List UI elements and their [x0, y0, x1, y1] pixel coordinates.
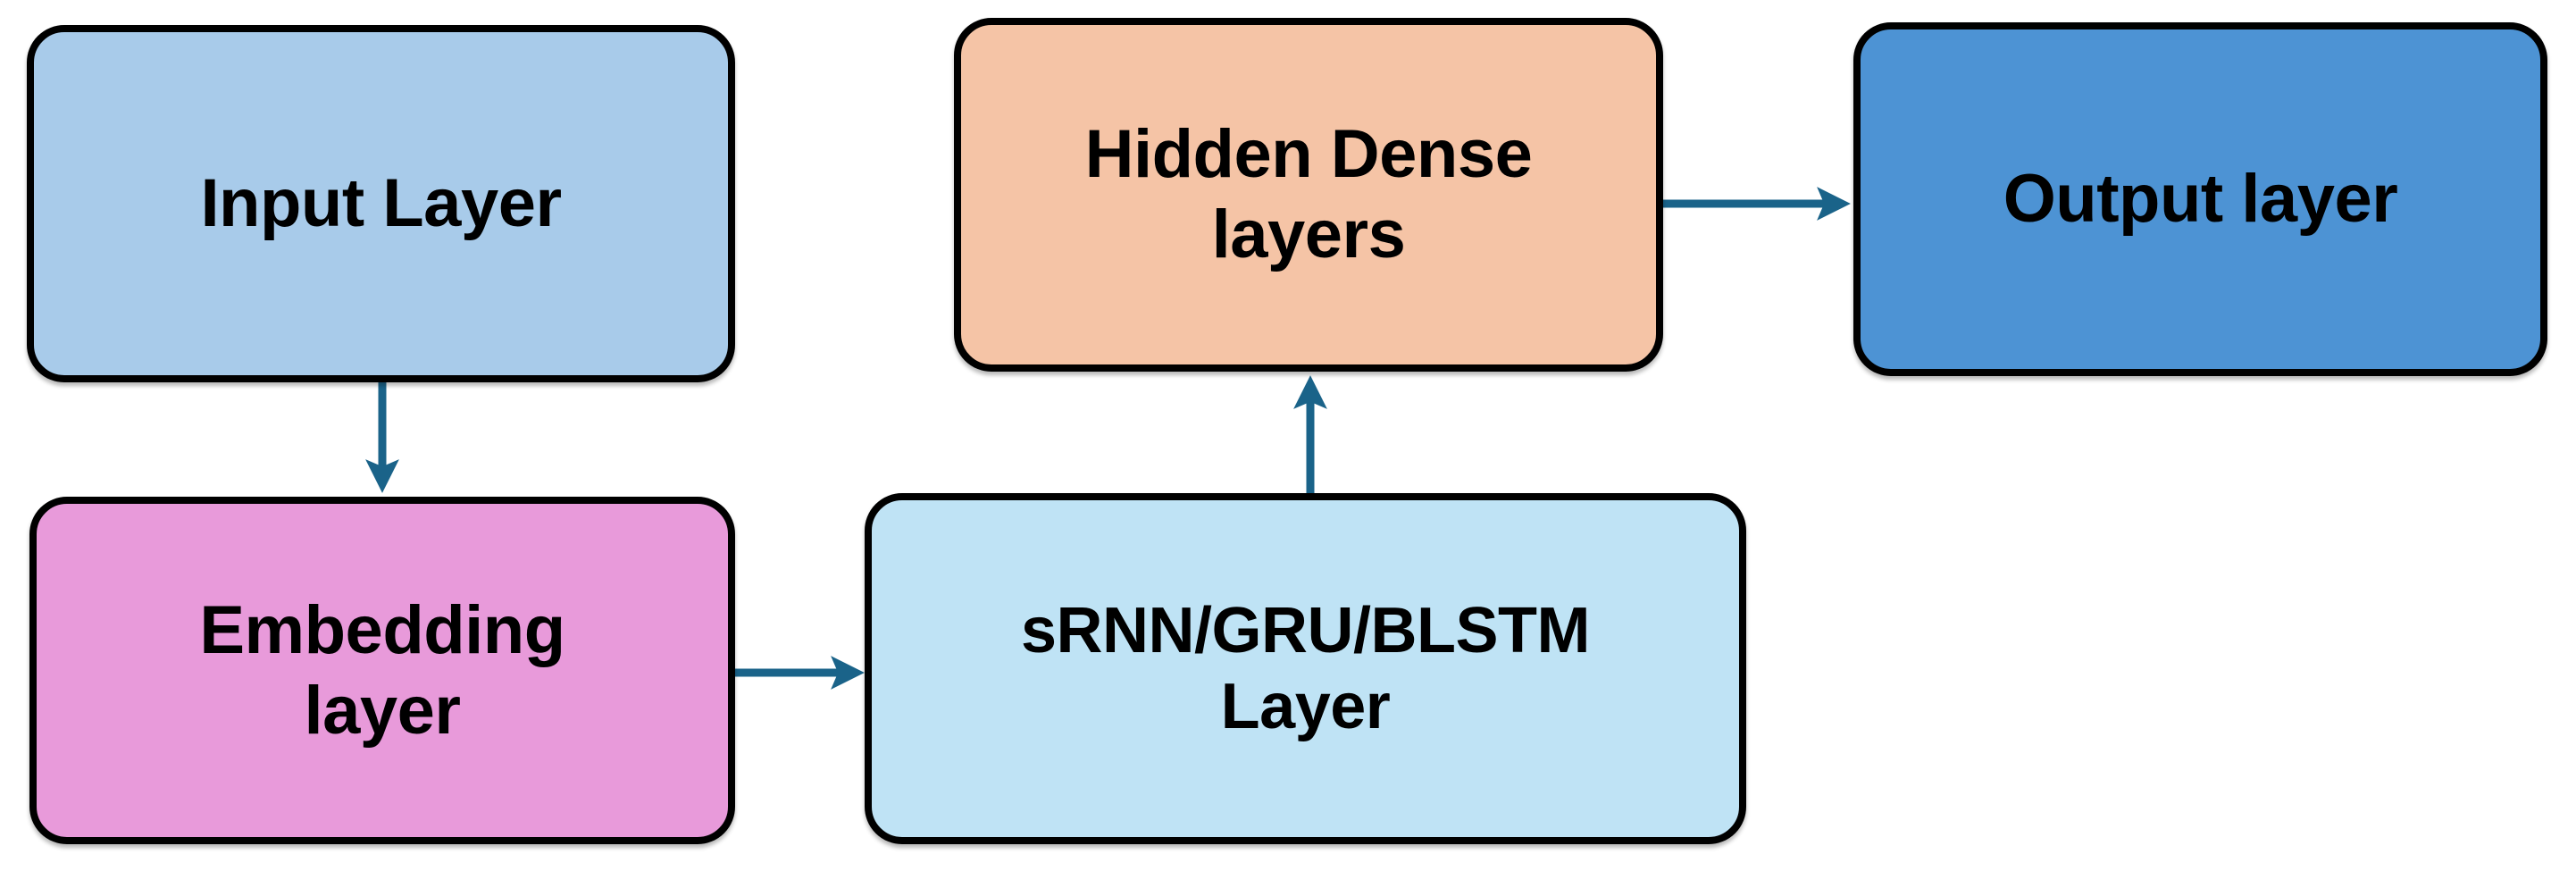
- node-embedding-layer-label: Embedding layer: [199, 591, 565, 749]
- node-output-layer-label: Output layer: [2003, 161, 2398, 238]
- node-rnn-layer-label: sRNN/GRU/BLSTM Layer: [1021, 594, 1591, 742]
- node-hidden-dense-layers-label: Hidden Dense layers: [1084, 116, 1533, 272]
- node-rnn-layer[interactable]: sRNN/GRU/BLSTM Layer: [865, 493, 1746, 844]
- node-output-layer[interactable]: Output layer: [1853, 22, 2547, 376]
- node-hidden-dense-layers[interactable]: Hidden Dense layers: [954, 18, 1663, 372]
- node-embedding-layer[interactable]: Embedding layer: [29, 497, 735, 844]
- node-input-layer-label: Input Layer: [200, 165, 562, 242]
- node-input-layer[interactable]: Input Layer: [27, 25, 735, 382]
